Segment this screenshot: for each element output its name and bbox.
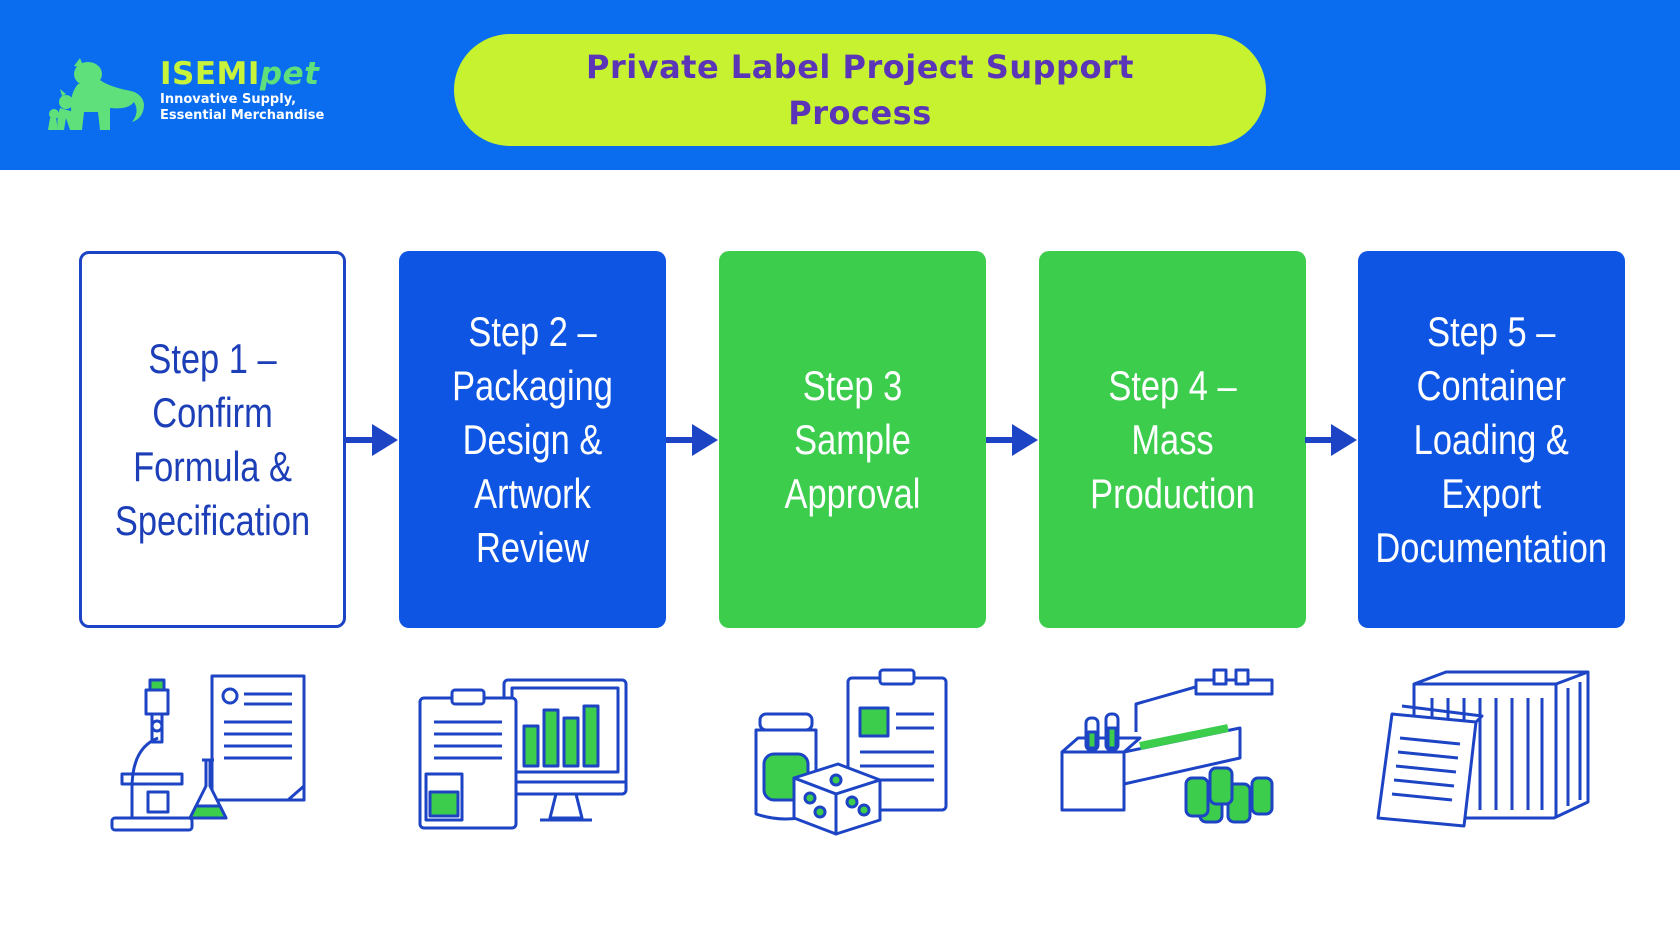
brand-tagline-line2: Essential Merchandise	[160, 108, 325, 123]
step-5-label: Step 5 – Container Loading & Export Docu…	[1375, 307, 1608, 571]
production-line-icon	[1060, 668, 1274, 824]
brand-logo[interactable]: ISEMIpet Innovative Supply, Essential Me…	[48, 56, 348, 136]
arrow-right-icon	[346, 424, 398, 456]
title-pill: Private Label Project Support Process	[454, 34, 1266, 146]
shipping-container-documents-icon	[1376, 670, 1590, 828]
arrow-right-icon	[1305, 424, 1357, 456]
step-1-box[interactable]: Step 1 – Confirm Formula & Specification	[79, 251, 346, 628]
pet-silhouette-icon	[48, 58, 144, 130]
brand-name: ISEMIpet	[160, 56, 320, 92]
jar-box-clipboard-icon	[754, 668, 948, 836]
header-banner: ISEMIpet Innovative Supply, Essential Me…	[0, 0, 1680, 170]
step-3-label: Step 3 Sample Approval	[784, 361, 921, 517]
step-4-label: Step 4 – Mass Production	[1090, 361, 1255, 517]
step-1-label: Step 1 – Confirm Formula & Specification	[114, 334, 311, 544]
step-2-box[interactable]: Step 2 – Packaging Design & Artwork Revi…	[399, 251, 666, 628]
step-3-box[interactable]: Step 3 Sample Approval	[719, 251, 986, 628]
step-4-box[interactable]: Step 4 – Mass Production	[1039, 251, 1306, 628]
microscope-document-flask-icon	[110, 674, 306, 832]
arrow-right-icon	[666, 424, 718, 456]
step-5-box[interactable]: Step 5 – Container Loading & Export Docu…	[1358, 251, 1625, 628]
clipboard-monitor-chart-icon	[418, 678, 628, 830]
arrow-right-icon	[986, 424, 1038, 456]
page-title: Private Label Project Support Process	[586, 48, 1134, 132]
brand-tagline-line1: Innovative Supply,	[160, 92, 297, 107]
step-2-label: Step 2 – Packaging Design & Artwork Revi…	[452, 307, 613, 571]
